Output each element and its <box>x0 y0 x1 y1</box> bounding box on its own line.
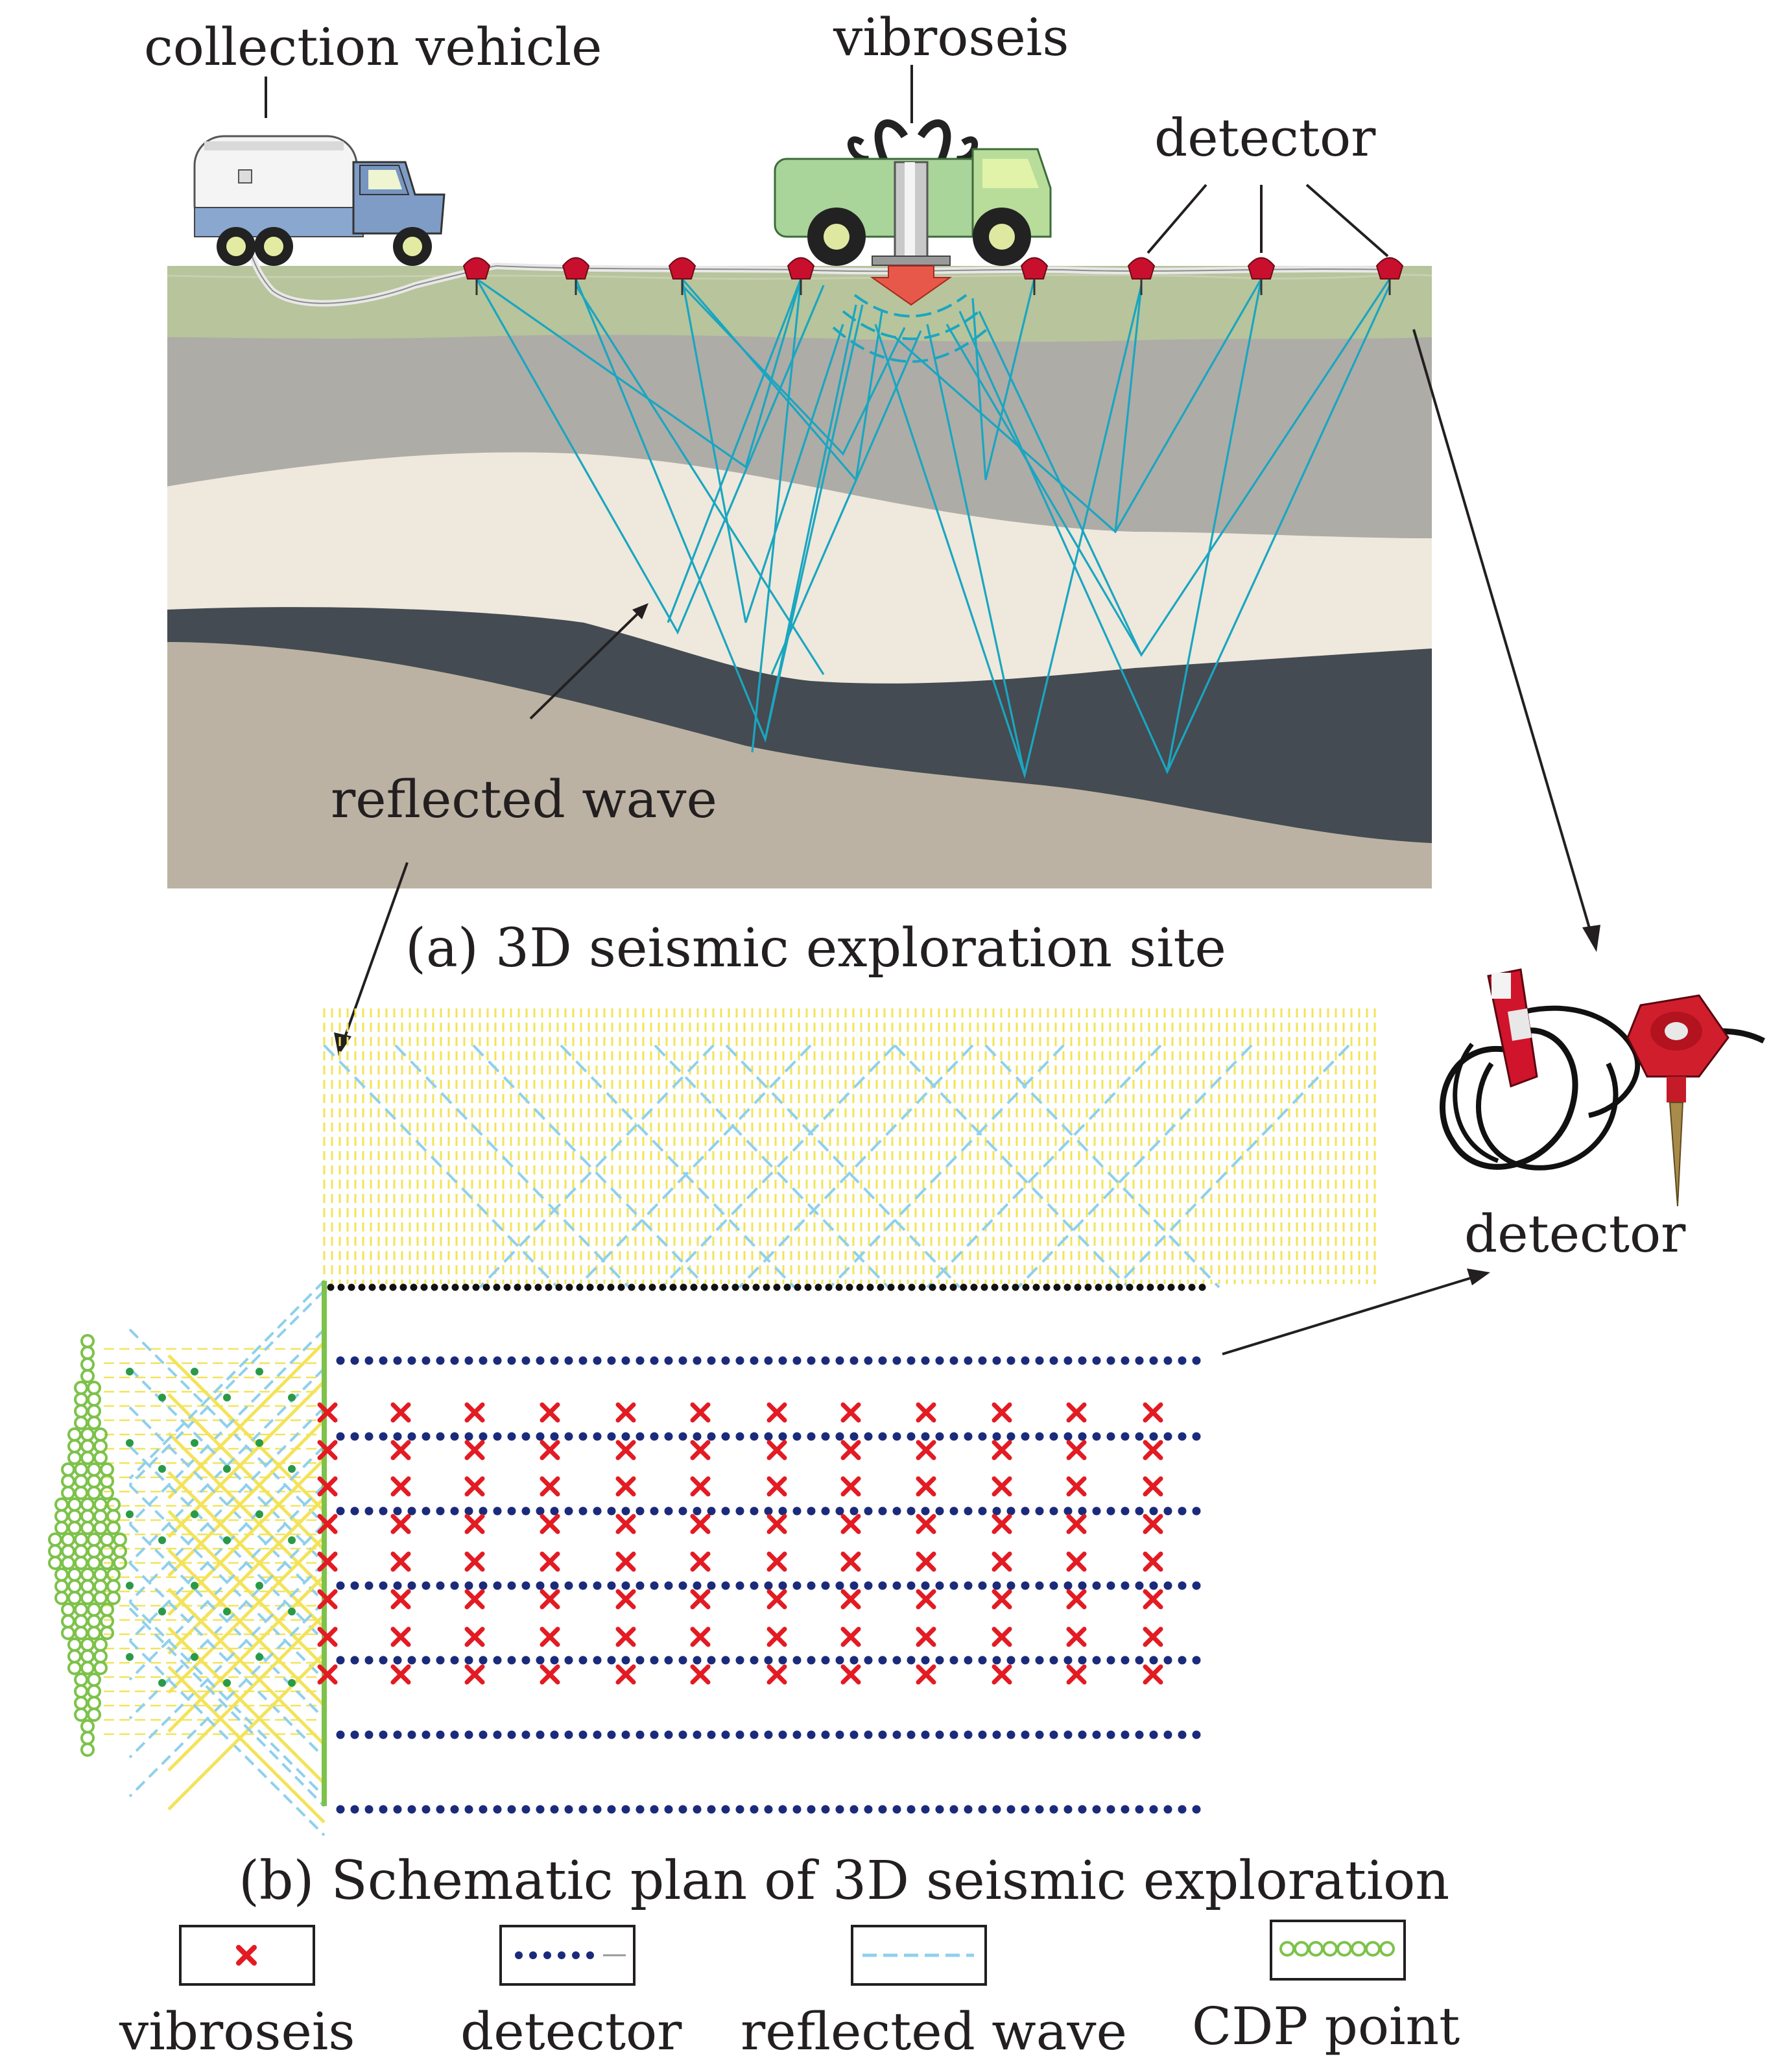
detector-sensor-icon <box>1020 257 1049 295</box>
collection-vehicle-label: collection vehicle <box>144 17 602 77</box>
legend: vibroseis detector reflected wave CDP po… <box>119 1920 1460 2062</box>
legend-item-vibroseis: vibroseis <box>119 1925 355 2062</box>
caption-a: (a) 3D seismic exploration site <box>405 918 1226 979</box>
cable-edge <box>243 182 1395 304</box>
legend-label-cdp-point: CDP point <box>1192 1996 1460 2056</box>
legend-item-cdp-point: CDP point <box>1192 1920 1460 2056</box>
detector-sensor-icon <box>668 257 696 295</box>
cdp-points <box>48 1334 127 1757</box>
detector-photo-icon <box>1440 968 1766 1207</box>
seismic-rays <box>475 278 1391 779</box>
legend-label-vibroseis: vibroseis <box>119 2001 355 2062</box>
legend-label-detector: detector <box>460 2001 682 2062</box>
receiver-grid <box>323 1008 1376 1284</box>
detector-sensor-icon <box>562 257 590 295</box>
reflected-wave-label: reflected wave <box>331 769 717 829</box>
detector-photo-label: detector <box>1464 1204 1686 1264</box>
collection-vehicle-icon <box>193 135 446 266</box>
leader-lines <box>265 65 1594 1355</box>
caption-b: (b) Schematic plan of 3D seismic explora… <box>239 1850 1449 1912</box>
legend-item-reflected-wave: reflected wave <box>741 1925 1127 2062</box>
detector-sensor-icon <box>462 257 491 295</box>
cdp-fan <box>104 1280 326 1837</box>
vibroseis-points <box>317 1402 1163 1685</box>
detector-rows <box>327 1283 1206 1814</box>
legend-item-detector: detector <box>460 1925 682 2062</box>
cross-section <box>167 266 1432 888</box>
detector-sensor-icon <box>1375 257 1404 295</box>
vibroseis-label: vibroseis <box>833 7 1069 67</box>
vibroseis-truck-icon <box>774 119 1052 306</box>
detector-sensor-icon <box>1127 257 1156 295</box>
schematic-plan <box>48 1008 1376 1837</box>
reflected-wave-paths <box>323 1044 1350 1289</box>
surface-detectors <box>462 257 1404 295</box>
legend-label-reflected-wave: reflected wave <box>741 2001 1127 2062</box>
detector-sensor-icon <box>787 257 815 295</box>
detector-top-label: detector <box>1154 108 1376 168</box>
detector-sensor-icon <box>1247 257 1276 295</box>
wavefronts <box>832 294 990 363</box>
